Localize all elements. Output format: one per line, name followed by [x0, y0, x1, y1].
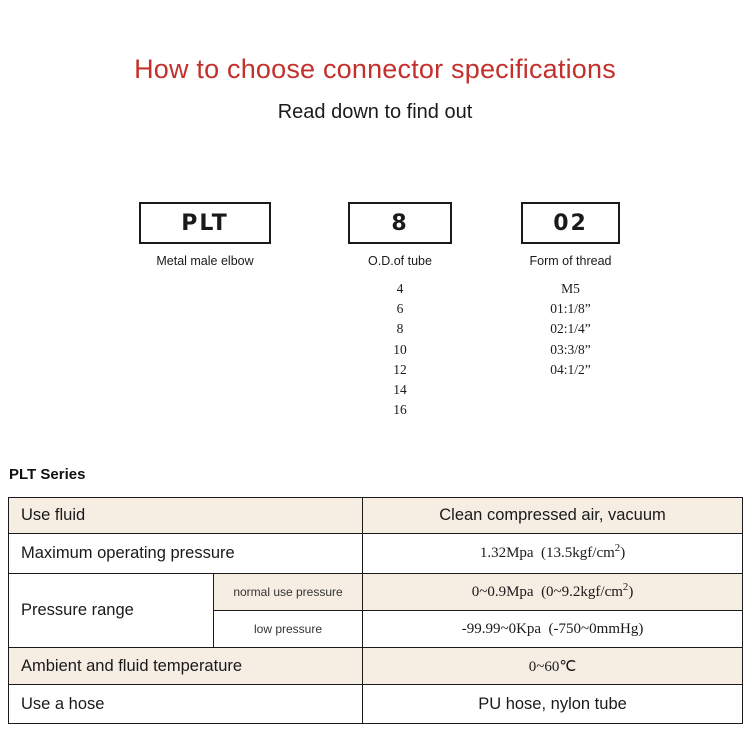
code-option-item: M5 — [561, 281, 580, 296]
spec-value-normal-use-pressure: 0~0.9Mpa (0~9.2kgf/cm2) — [362, 573, 744, 611]
code-box-series-value: PLT — [181, 210, 229, 236]
code-option-item: 6 — [396, 301, 404, 317]
code-box-tube-value: 8 — [391, 210, 409, 236]
spec-sublabel-low-pressure: low pressure — [212, 610, 364, 648]
page-subtitle: Read down to find out — [277, 101, 473, 123]
spec-value-use-fluid: Clean compressed air, vacuum — [362, 497, 744, 534]
code-option-item: 03:3/8” — [550, 341, 591, 357]
table-row: Pressure range normal use pressure 0~0.9… — [8, 573, 744, 648]
spec-value-text: 1.32Mpa (13.5kgf/cm — [479, 545, 615, 561]
table-row: Use a hose PU hose, nylon tube — [7, 684, 744, 724]
code-options-tube: 4 6 8 10 12 14 16 — [348, 279, 452, 420]
table-row: low pressure -99.99~0Kpa (-750~0mmHg) — [9, 610, 744, 648]
spec-value-use-a-hose: PU hose, nylon tube — [362, 684, 744, 724]
spec-label-pressure-range: Pressure range — [8, 573, 214, 648]
table-row: Maximum operating pressure 1.32Mpa (13.5… — [7, 533, 744, 574]
code-option-item: 10 — [393, 341, 407, 357]
code-caption-tube: O.D.of tube — [368, 254, 432, 268]
code-option-item: 02:1/4” — [550, 321, 591, 337]
code-option-item: 16 — [393, 402, 407, 418]
code-option-item: 4 — [396, 281, 404, 296]
spec-value-low-pressure: -99.99~0Kpa (-750~0mmHg) — [362, 610, 744, 648]
spec-sublabel-normal-use-pressure: normal use pressure — [212, 573, 364, 611]
code-option-item: 14 — [393, 382, 407, 398]
spec-value-tail: ) — [628, 583, 634, 600]
code-box-tube: 8 — [348, 202, 452, 244]
code-group-thread: 02 Form of thread M5 01:1/8” 02:1/4” 03:… — [521, 202, 620, 380]
table-row: Use fluid Clean compressed air, vacuum — [7, 497, 744, 534]
spec-value-ambient-fluid-temperature: 0~60℃ — [362, 647, 744, 685]
spec-label-ambient-fluid-temperature: Ambient and fluid temperature — [7, 647, 364, 685]
code-option-item: 12 — [393, 361, 407, 377]
code-group-series: PLT Metal male elbow — [139, 202, 271, 268]
code-option-item: 8 — [396, 321, 404, 337]
spec-value-superscript: 2 — [622, 580, 629, 593]
spec-label-max-operating-pressure: Maximum operating pressure — [7, 533, 364, 574]
spec-value-max-operating-pressure: 1.32Mpa (13.5kgf/cm2) — [362, 533, 744, 574]
page-title: How to choose connector specifications — [134, 54, 616, 84]
code-group-tube: 8 O.D.of tube 4 6 8 10 12 14 16 — [348, 202, 452, 420]
code-box-series: PLT — [139, 202, 271, 244]
spec-label-use-fluid: Use fluid — [7, 497, 364, 534]
spec-table: Use fluid Clean compressed air, vacuum M… — [7, 497, 744, 724]
spec-value-text: 0~0.9Mpa (0~9.2kgf/cm — [471, 583, 623, 600]
code-option-item: 04:1/2” — [550, 361, 591, 377]
code-box-thread: 02 — [521, 202, 620, 244]
table-row: Ambient and fluid temperature 0~60℃ — [7, 647, 744, 685]
code-breakdown-diagram: PLT Metal male elbow 8 O.D.of tube 4 6 8… — [139, 202, 620, 420]
code-box-thread-value: 02 — [553, 210, 588, 236]
code-caption-thread: Form of thread — [529, 254, 612, 268]
code-caption-series: Metal male elbow — [156, 254, 254, 268]
spec-label-use-a-hose: Use a hose — [7, 684, 364, 724]
spec-series-heading: PLT Series — [9, 466, 86, 483]
spec-value-superscript: 2 — [614, 542, 621, 554]
spec-value-tail: ) — [620, 545, 626, 561]
code-options-thread: M5 01:1/8” 02:1/4” 03:3/8” 04:1/2” — [521, 279, 620, 380]
code-option-item: 01:1/8” — [550, 301, 591, 317]
